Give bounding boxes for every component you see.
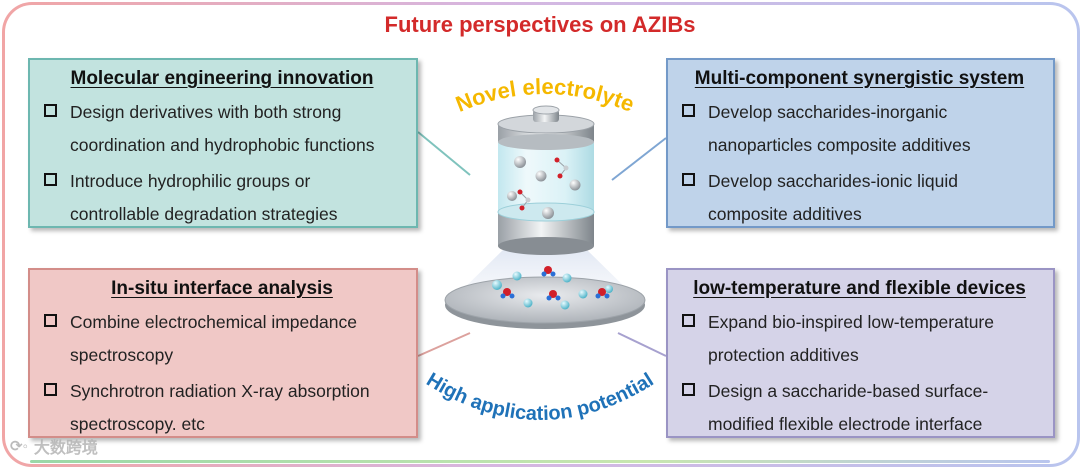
ion-particle [562, 273, 572, 283]
box-title: Multi-component synergistic system [694, 68, 1025, 89]
ion-particle [492, 280, 502, 290]
list-item-text: Develop saccharides-inorganic nanopartic… [708, 102, 971, 155]
list-item: Design derivatives with both strong coor… [42, 96, 402, 162]
list-item-text: Combine electrochemical impedance spectr… [70, 312, 357, 365]
watermark: ⟳◦ 大数跨境 [10, 434, 98, 458]
square-bullet-icon [682, 314, 695, 327]
connector-multi [611, 137, 667, 181]
label-high-application-potential: High application potential [422, 369, 657, 425]
connector-insitu [417, 332, 471, 357]
list-item: Develop saccharides-ionic liquid composi… [680, 165, 1039, 231]
connector-molecular [417, 131, 471, 176]
square-bullet-icon [682, 104, 695, 117]
list-item-text: Synchrotron radiation X-ray absorption s… [70, 381, 370, 434]
list-item-text: Introduce hydrophilic groups or controll… [70, 171, 338, 224]
square-bullet-icon [682, 173, 695, 186]
water-molecule-icon [546, 290, 561, 301]
water-molecule-icon [500, 288, 515, 299]
box-low-temperature-devices: low-temperature and flexible devices Exp… [666, 268, 1055, 438]
box-title: low-temperature and flexible devices [693, 278, 1026, 299]
box-molecular-engineering: Molecular engineering innovation Design … [28, 58, 418, 228]
ion-particle [523, 298, 533, 308]
square-bullet-icon [44, 314, 57, 327]
box-in-situ-analysis: In-situ interface analysis Combine elect… [28, 268, 418, 438]
plate-surface [444, 276, 646, 324]
list-item: Synchrotron radiation X-ray absorption s… [42, 375, 402, 441]
box-multi-component: Multi-component synergistic system Devel… [666, 58, 1055, 228]
box-title: Molecular engineering innovation [70, 68, 374, 89]
list-item-text: Expand bio-inspired low-temperature prot… [708, 312, 994, 365]
list-item: Develop saccharides-inorganic nanopartic… [680, 96, 1039, 162]
watermark-text: 大数跨境 [33, 440, 98, 457]
square-bullet-icon [44, 383, 57, 396]
water-molecule-icon [541, 266, 556, 277]
ion-particle [578, 289, 588, 299]
list-item-text: Design derivatives with both strong coor… [70, 102, 375, 155]
ion-particle [512, 271, 522, 281]
water-molecule-icon [595, 288, 610, 299]
list-item-text: Design a saccharide-based surface-modifi… [708, 381, 989, 434]
watermark-logo-icon: ⟳◦ [10, 438, 28, 455]
square-bullet-icon [44, 104, 57, 117]
square-bullet-icon [44, 173, 57, 186]
list-item: Design a saccharide-based surface-modifi… [680, 375, 1039, 441]
ion-particle [560, 300, 570, 310]
connector-lowtemp [617, 332, 667, 357]
list-item: Introduce hydrophilic groups or controll… [42, 165, 402, 231]
list-item: Expand bio-inspired low-temperature prot… [680, 306, 1039, 372]
list-item: Combine electrochemical impedance spectr… [42, 306, 402, 372]
list-item-text: Develop saccharides-ionic liquid composi… [708, 171, 958, 224]
page-title: Future perspectives on AZIBs [384, 12, 696, 37]
box-title: In-situ interface analysis [111, 278, 333, 299]
frame-bottom-accent [30, 460, 1050, 463]
square-bullet-icon [682, 383, 695, 396]
battery-icon [497, 105, 595, 255]
ion-particle [605, 285, 613, 293]
